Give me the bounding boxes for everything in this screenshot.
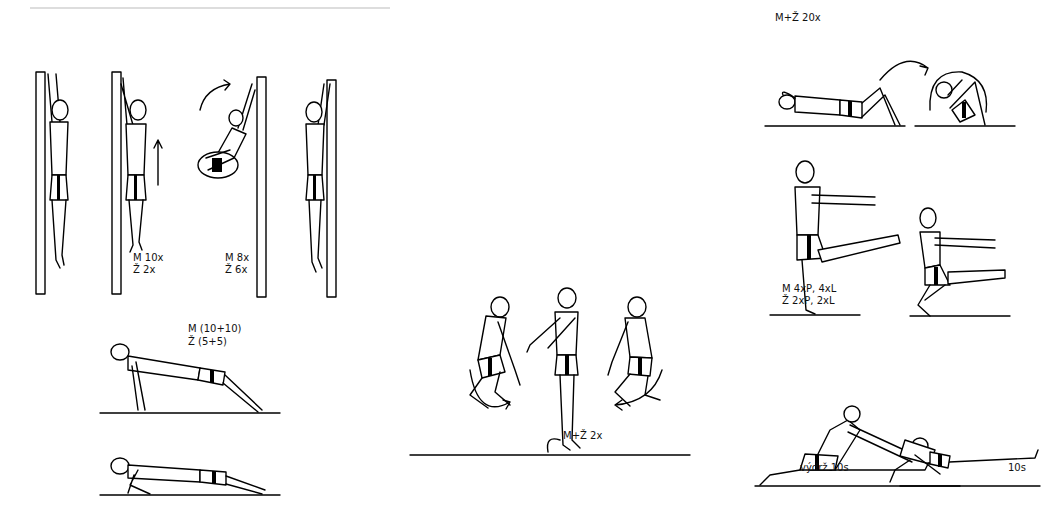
repetition-label: M 10x [133, 252, 163, 264]
push-up-figure [100, 458, 280, 495]
hanging-figure [48, 74, 68, 268]
repetition-label: M+Ž 2x [563, 430, 602, 442]
repetition-label: výdrž 10s [800, 462, 849, 474]
wall-bar [36, 72, 336, 297]
squat-figure [608, 297, 662, 410]
page-edge [30, 8, 390, 9]
repetition-label: Ž (5+5) [188, 336, 227, 348]
repetition-label: M 8x [225, 252, 249, 264]
pull-up-figure [121, 78, 162, 252]
straddle-stretch-figure [890, 438, 1040, 486]
repetition-label: Ž 6x [225, 264, 247, 276]
repetition-label: M (10+10) [188, 323, 241, 335]
repetition-label: M+Ž 20x [775, 12, 821, 24]
squat-figure [470, 297, 520, 409]
sit-up-figure [765, 61, 928, 126]
leg-raise-figure [198, 80, 255, 178]
hurdle-stretch-figure [755, 406, 960, 486]
curl-figure [915, 72, 1015, 126]
floor-line [410, 454, 690, 455]
hanging-figure [306, 84, 330, 272]
repetition-label: Ž 2xP, 2xL [782, 295, 835, 307]
push-up-figure [100, 344, 280, 413]
repetition-label: M 4xP, 4xL [782, 283, 836, 295]
repetition-label: 10s [1008, 462, 1026, 474]
pistol-squat-figure [910, 208, 1010, 316]
repetition-label: Ž 2x [133, 264, 155, 276]
standing-figure [527, 288, 580, 452]
pistol-squat-figure [770, 161, 900, 315]
